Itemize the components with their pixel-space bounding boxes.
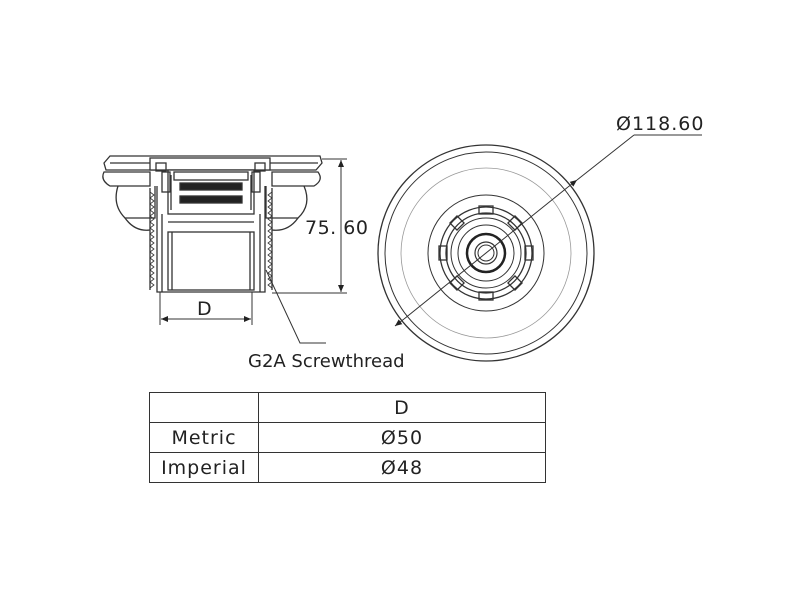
thread-leader (265, 269, 326, 344)
table-header-row: D (149, 392, 546, 423)
row-label: Imperial (149, 452, 259, 483)
diameter-leader (394, 134, 702, 327)
table-row: Imperial Ø48 (149, 452, 546, 483)
row-value: Ø50 (258, 422, 546, 453)
side-view (102, 155, 323, 293)
row-label: Metric (149, 422, 259, 453)
height-dimension (272, 158, 347, 294)
top-view (377, 144, 595, 362)
d-label: D (197, 298, 212, 320)
table-header-cell (149, 392, 259, 423)
outer-diameter-label: Ø118.60 (616, 113, 704, 135)
height-label: 75. 60 (305, 217, 368, 239)
table-row: Metric Ø50 (149, 422, 546, 453)
table-header-cell: D (258, 392, 546, 423)
row-value: Ø48 (258, 452, 546, 483)
thread-label: G2A Screwthread (248, 351, 405, 372)
spec-table: D Metric Ø50 Imperial Ø48 (149, 392, 546, 483)
d-dimension (159, 292, 253, 325)
